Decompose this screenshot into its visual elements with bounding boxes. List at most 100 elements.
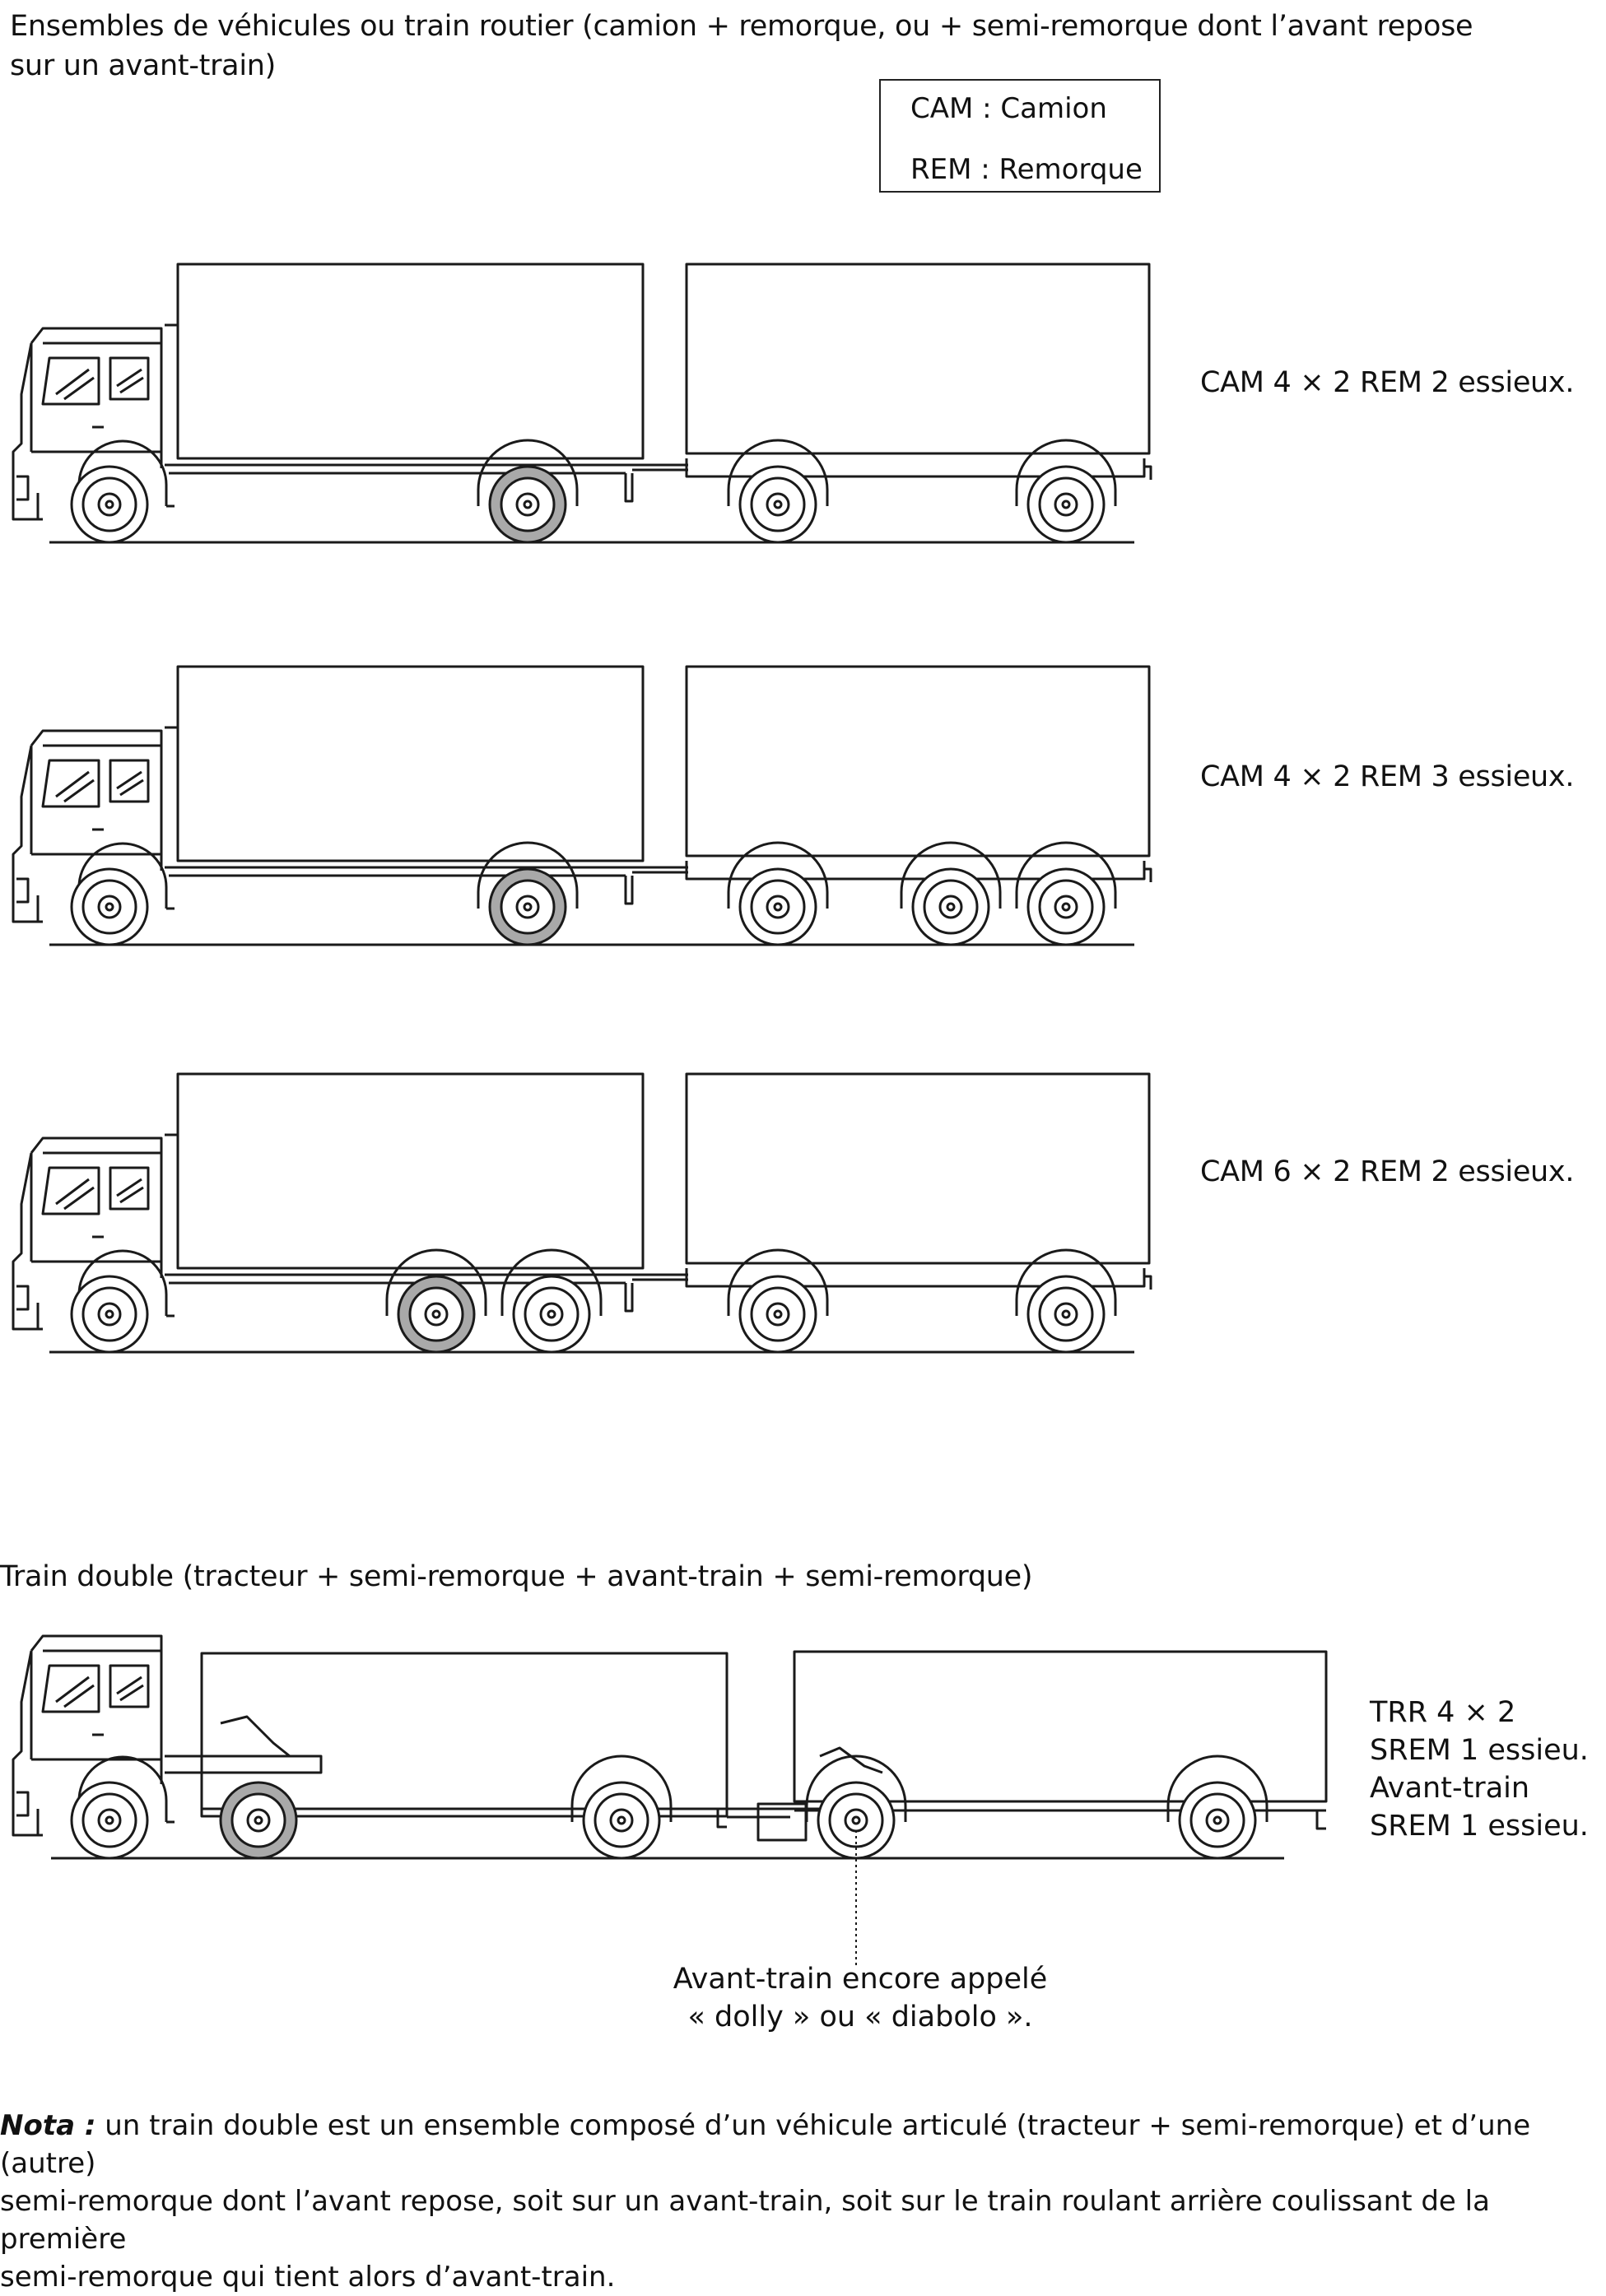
nota-line-1: Nota : un train double est un ensemble c… — [0, 2107, 1606, 2182]
vehicle-label-2: CAM 4 × 2 REM 3 essieux. — [1200, 760, 1575, 793]
wheel-arch — [500, 1248, 603, 1316]
wheel-arch — [805, 1755, 907, 1822]
fifth-wheel-1 — [220, 1715, 291, 1758]
drawbar — [632, 1273, 688, 1281]
front-wheel-arch — [77, 439, 168, 506]
truck-cam4x2-rem3 — [12, 665, 1152, 946]
wheel-arch — [1015, 841, 1117, 909]
double-train-heading: Train double (tracteur + semi-remorque +… — [0, 1560, 1033, 1593]
wheel-arch — [1166, 1755, 1269, 1822]
window-glare — [116, 1676, 144, 1702]
truck-box — [176, 665, 645, 862]
vehicle-label-3: CAM 6 × 2 REM 2 essieux. — [1200, 1155, 1575, 1188]
legend-cam: CAM : Camion — [910, 92, 1107, 125]
wheel-center — [851, 1815, 861, 1825]
wheel-arch — [477, 439, 579, 506]
double-train-label-line: SREM 1 essieu. — [1370, 1810, 1589, 1843]
wheel-arch — [477, 841, 579, 909]
trailer-box — [685, 665, 1151, 858]
legend-rem: REM : Remorque — [910, 153, 1143, 186]
trailer-chassis — [685, 1268, 1152, 1290]
truck-cam4x2-rem2 — [12, 263, 1152, 544]
front-wheel-arch — [77, 842, 168, 909]
headlight — [16, 1285, 30, 1311]
trailer-box — [685, 263, 1151, 455]
cab-windshield — [41, 1664, 100, 1713]
window-glare — [116, 770, 144, 797]
bumper — [31, 895, 43, 923]
double-train-label-line: SREM 1 essieu. — [1370, 1734, 1589, 1767]
cab-side-window — [109, 1166, 150, 1211]
cab-side-window — [109, 759, 150, 803]
cab-windshield — [41, 1166, 100, 1215]
window-glare — [116, 1178, 144, 1204]
cab-windshield — [41, 759, 100, 808]
wheel-center — [773, 902, 783, 912]
semi-trailer-2-box — [793, 1650, 1328, 1803]
wheel-center — [773, 500, 783, 509]
truck-box — [176, 1072, 645, 1270]
headlight — [16, 877, 30, 904]
wheel-center — [1061, 1309, 1071, 1319]
wheel-arch — [570, 1755, 673, 1822]
wheel-center — [105, 500, 114, 509]
cab-windshield — [41, 356, 100, 406]
vehicles-drawing — [12, 263, 1328, 1967]
wheel-center — [105, 902, 114, 912]
truck-cam6x2-rem2 — [12, 1072, 1152, 1354]
wheel-center — [254, 1815, 263, 1825]
semi-trailer-1-box — [200, 1652, 729, 1818]
heading-line-1: Ensembles de véhicules ou train routier … — [10, 10, 1473, 43]
wheel-center — [1213, 1815, 1222, 1825]
rear-bumper — [624, 473, 634, 503]
bumper — [31, 493, 43, 521]
drawbar — [632, 463, 688, 472]
rear-bumper — [624, 876, 634, 905]
wheel-arch — [727, 439, 829, 506]
cab-front — [12, 342, 33, 521]
wheel-arch — [1015, 439, 1117, 506]
wheel-center — [617, 1815, 626, 1825]
window-glare — [55, 770, 95, 803]
wheel-center — [946, 902, 956, 912]
double-train-label: TRR 4 × 2 SREM 1 essieu. Avant-train SRE… — [1370, 1694, 1589, 1845]
wheel-center — [523, 500, 533, 509]
rear-bumper — [624, 1283, 634, 1313]
double-train — [12, 1634, 1328, 1967]
wheel-arch — [385, 1248, 487, 1316]
window-glare — [55, 1178, 95, 1211]
headlight — [16, 1791, 30, 1817]
wheel-arch — [727, 1248, 829, 1316]
nota-line-3: semi-remorque qui tient alors d’avant-tr… — [0, 2261, 616, 2294]
wheel-center — [105, 1309, 114, 1319]
wheel-center — [773, 1309, 783, 1319]
trailer-chassis — [685, 861, 1152, 882]
window-glare — [116, 368, 144, 394]
heading-line-2: sur un avant-train) — [10, 49, 276, 82]
headlight — [16, 475, 30, 501]
window-glare — [55, 368, 95, 401]
wheel-arch — [727, 841, 829, 909]
window-glare — [55, 1676, 95, 1708]
nota-text-1: un train double est un ensemble composé … — [0, 2109, 1531, 2180]
bumper — [31, 1809, 43, 1837]
wheel-arch — [900, 841, 1002, 909]
wheel-center — [523, 902, 533, 912]
cab-front — [12, 1152, 33, 1331]
dolly-caption: Avant-train encore appelé « dolly » ou «… — [613, 1960, 1107, 2036]
cab-roof — [30, 1136, 163, 1278]
bumper — [31, 1303, 43, 1331]
wheel-center — [547, 1309, 556, 1319]
vehicle-label-1: CAM 4 × 2 REM 2 essieux. — [1200, 366, 1575, 399]
nota-label: Nota : — [0, 2109, 96, 2142]
cab-front — [12, 745, 33, 923]
wheel-center — [1061, 500, 1071, 509]
truck-box — [176, 263, 645, 460]
cab-roof — [30, 327, 163, 468]
wheel-center — [431, 1309, 441, 1319]
wheel-arch — [1015, 1248, 1117, 1316]
dolly-caption-line: « dolly » ou « diabolo ». — [687, 2001, 1033, 2033]
cab-side-window — [109, 356, 150, 401]
dolly-caption-line: Avant-train encore appelé — [673, 1963, 1048, 1996]
cab-front — [12, 1650, 33, 1837]
